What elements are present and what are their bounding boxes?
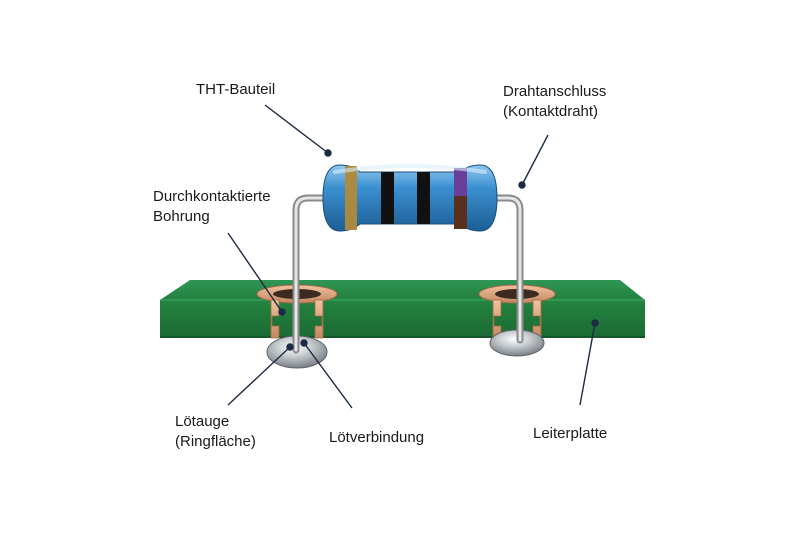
kontaktdraht — [292, 194, 524, 354]
label-line: Lötauge — [175, 413, 230, 430]
band-brown — [454, 196, 467, 229]
label-drahtanschluss: Drahtanschluss (Kontaktdraht) — [503, 82, 606, 122]
resistor-body — [322, 164, 498, 232]
label-tht-bauteil: THT-Bauteil — [196, 80, 275, 100]
label-loetverbindung: Lötverbindung — [329, 428, 424, 448]
label-loetauge: Lötauge (Ringfläche) — [175, 412, 256, 452]
label-line: Lötverbindung — [329, 429, 425, 446]
band-black-2 — [417, 172, 430, 224]
label-bohrung: Durchkontaktierte Bohrung — [153, 187, 271, 227]
label-line: Durchkontaktierte — [153, 188, 271, 205]
label-leiterplatte: Leiterplatte — [533, 424, 607, 444]
band-violet — [454, 168, 467, 196]
label-line: Drahtanschluss — [503, 83, 607, 100]
band-black-1 — [381, 172, 394, 224]
leiterplatte-board — [160, 280, 645, 338]
leader-lines — [227, 104, 599, 409]
label-line: THT-Bauteil — [196, 81, 276, 98]
label-line: Leiterplatte — [533, 425, 608, 442]
label-line: (Ringfläche) — [175, 433, 256, 450]
label-line: Bohrung — [153, 208, 210, 225]
band-gold — [345, 166, 357, 230]
label-line: (Kontaktdraht) — [503, 103, 599, 120]
